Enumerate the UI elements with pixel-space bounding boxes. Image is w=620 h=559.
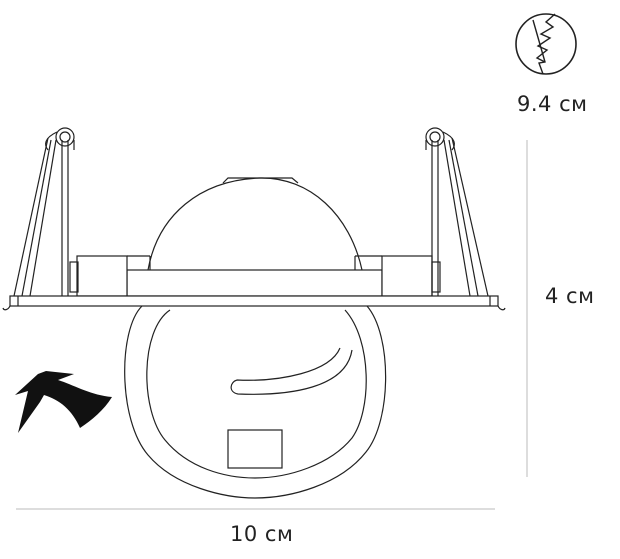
bulb-housing-inner [146, 309, 367, 479]
mounting-flange [9, 295, 499, 307]
right-mount-block [381, 255, 433, 297]
width-dimension-label: 10 см [230, 522, 294, 546]
cutout-dimension-label: 9.4 см [517, 92, 588, 116]
left-mount-block [76, 255, 128, 297]
right-spring [425, 127, 489, 297]
left-spring [13, 127, 75, 297]
ceiling-cutout-icon [515, 13, 577, 75]
lamp-dome [147, 177, 363, 271]
bulb-filament [230, 347, 353, 395]
height-dimension-label: 4 см [545, 284, 595, 308]
bulb-housing-outer [124, 305, 387, 499]
rotation-arrow-icon [15, 371, 112, 433]
housing-plate [126, 269, 383, 297]
lamp-drawing [2, 127, 506, 499]
socket [227, 429, 283, 469]
